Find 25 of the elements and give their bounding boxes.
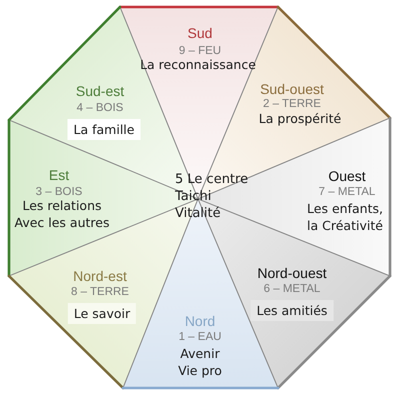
aspiration-text: La prospérité bbox=[258, 110, 342, 127]
direction-heading: Nord-ouest bbox=[257, 265, 327, 282]
aspiration-text: Le savoir bbox=[68, 303, 136, 324]
direction-heading: Sud-est bbox=[76, 83, 124, 100]
element-label: 3 – BOIS bbox=[36, 186, 82, 200]
aspiration-text: Les enfants, la Créativité bbox=[306, 200, 384, 234]
aspiration-text: Avenir Vie pro bbox=[177, 345, 223, 379]
center-text: 5 Le centre Taichi Vitalité bbox=[175, 171, 250, 222]
direction-heading: Est bbox=[48, 167, 70, 184]
aspiration-text: Les relations Avec les autres bbox=[14, 197, 110, 231]
element-label: 4 – BOIS bbox=[76, 102, 124, 116]
aspiration-text: Les amitiés bbox=[250, 300, 334, 321]
element-label: 1 – EAU bbox=[178, 331, 222, 345]
element-label: 7 – METAL bbox=[318, 186, 376, 200]
direction-heading: Sud bbox=[188, 25, 212, 42]
aspiration-text: La famille bbox=[68, 119, 140, 140]
element-label: 2 – TERRE bbox=[263, 98, 321, 112]
element-label: 8 – TERRE bbox=[71, 286, 129, 300]
direction-heading: Nord bbox=[184, 313, 216, 330]
element-label: 9 – FEU bbox=[178, 45, 222, 59]
aspiration-text: La reconnaissance bbox=[140, 56, 256, 73]
element-label: 6 – METAL bbox=[264, 283, 320, 297]
direction-heading: Sud-ouest bbox=[260, 81, 324, 98]
direction-heading: Ouest bbox=[328, 168, 366, 185]
direction-heading: Nord-est bbox=[73, 268, 127, 285]
